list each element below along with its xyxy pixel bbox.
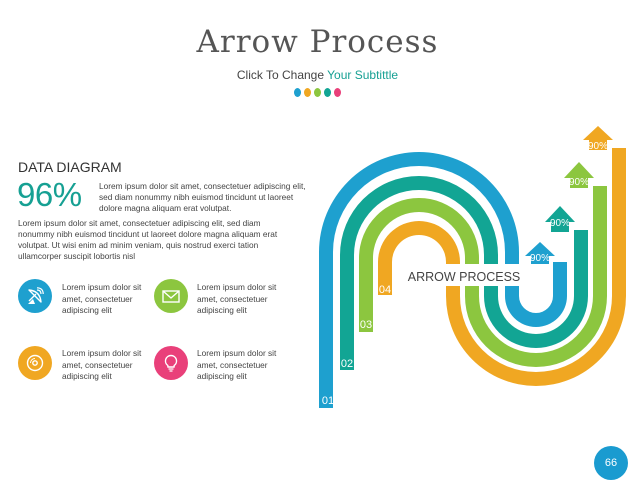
subtitle-accent: Your Subtittle — [327, 68, 399, 82]
color-dot — [324, 88, 331, 97]
feature-circle — [154, 279, 188, 313]
feature-text: Lorem ipsum dolor sit amet, consectetuer… — [197, 282, 277, 315]
feature-circle — [154, 346, 188, 380]
step-03-number: 03 — [360, 319, 372, 331]
step-04-value: 90% — [588, 141, 608, 152]
intro-paragraph: Lorem ipsum dolor sit amet, consectetuer… — [99, 181, 306, 213]
color-dot — [314, 88, 321, 97]
center-label-bg — [400, 264, 528, 286]
step-02-number: 02 — [341, 358, 353, 370]
band-03 — [359, 186, 607, 367]
lightbulb-icon — [164, 354, 178, 372]
center-label: ARROW PROCESS — [408, 270, 521, 284]
feature-text: Lorem ipsum dolor sit amet, consectetuer… — [197, 348, 277, 381]
arrow-head-04 — [583, 126, 613, 150]
color-dot — [304, 88, 311, 97]
big-percent: 96% — [17, 176, 82, 213]
step-03-value: 90% — [569, 177, 589, 188]
color-dot — [334, 88, 341, 97]
satellite-dish-icon — [28, 287, 44, 304]
feature-circle — [18, 279, 52, 313]
step-01-number: 01 — [322, 395, 334, 407]
color-dot — [294, 88, 301, 97]
body-paragraph: Lorem ipsum dolor sit amet, consectetuer… — [18, 218, 278, 261]
section-heading: DATA DIAGRAM — [18, 159, 122, 175]
page-number-badge: 66 — [594, 446, 628, 480]
arrow-head-03 — [564, 162, 594, 188]
band-01 — [319, 152, 567, 408]
step-02-value: 90% — [550, 218, 570, 229]
feature-circle — [18, 346, 52, 380]
arrow-head-02 — [545, 206, 575, 232]
page-title: Arrow Process — [196, 24, 439, 60]
disc-icon — [26, 354, 44, 372]
step-01-value: 90% — [530, 253, 550, 264]
envelope-icon — [162, 290, 180, 303]
color-dots — [0, 88, 635, 97]
subtitle-prefix: Click To Change — [236, 68, 328, 82]
step-04-number: 04 — [379, 284, 391, 296]
feature-text: Lorem ipsum dolor sit amet, consectetuer… — [62, 348, 142, 381]
feature-text: Lorem ipsum dolor sit amet, consectetuer… — [62, 282, 142, 315]
arrow-head-01 — [525, 242, 555, 264]
page-subtitle: Click To Change Your Subtittle — [0, 68, 635, 82]
